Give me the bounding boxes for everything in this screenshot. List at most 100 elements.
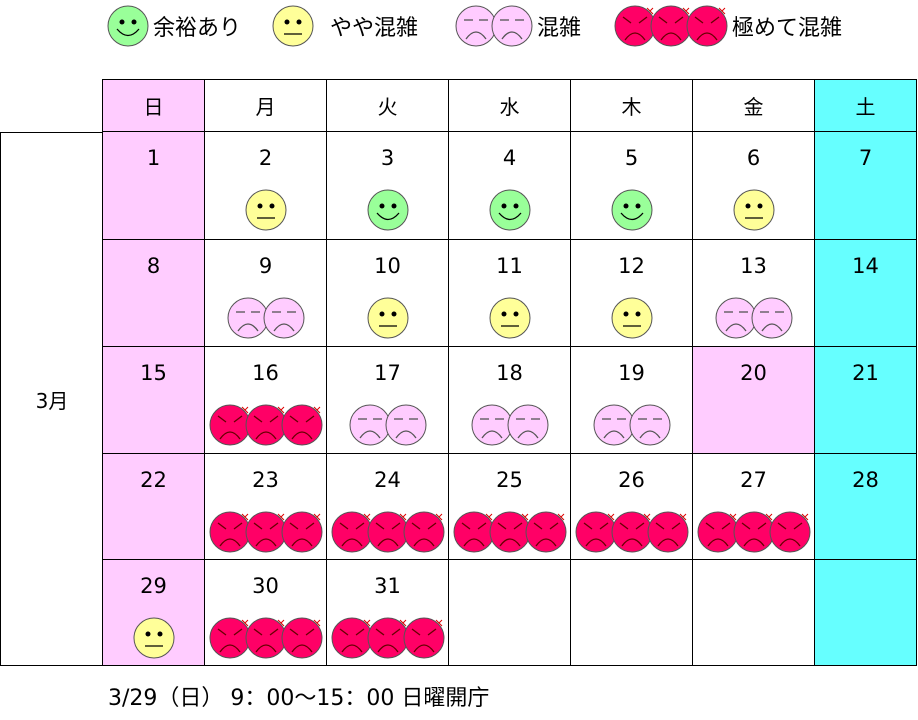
day-cell[interactable]: 20	[692, 346, 815, 454]
day-cell[interactable]: 26	[570, 453, 693, 560]
day-cell[interactable]: 30	[204, 559, 327, 666]
congestion-indicator	[571, 189, 692, 235]
day-cell[interactable]: 7	[814, 131, 917, 240]
day-cell[interactable]: 6	[692, 131, 815, 240]
day-cell[interactable]: 25	[448, 453, 571, 560]
angry-face-icon	[281, 404, 323, 450]
day-number: 18	[496, 361, 523, 385]
congestion-indicator	[327, 617, 448, 663]
day-number: 14	[852, 254, 879, 278]
congestion-indicator	[205, 297, 326, 343]
congestion-indicator	[327, 297, 448, 343]
angry-face-icon	[403, 511, 445, 557]
angry-face-icon	[281, 617, 323, 663]
day-number: 6	[746, 146, 761, 170]
day-number: 22	[140, 468, 167, 492]
smiley-face-icon	[489, 189, 531, 235]
day-number: 1	[146, 146, 161, 170]
month-label: 3月	[0, 132, 103, 666]
frown-face-icon	[751, 297, 793, 343]
day-cell[interactable]: 18	[448, 346, 571, 454]
congestion-indicator	[693, 189, 814, 235]
day-cell[interactable]: 21	[814, 346, 917, 454]
day-cell[interactable]	[692, 559, 815, 666]
day-cell[interactable]: 23	[204, 453, 327, 560]
legend-label: やや混雑	[330, 16, 419, 41]
congestion-indicator	[693, 511, 814, 557]
congestion-indicator	[327, 189, 448, 235]
day-cell[interactable]: 3	[326, 131, 449, 240]
day-number: 9	[258, 254, 273, 278]
day-number: 17	[374, 361, 401, 385]
smiley-face-icon	[611, 189, 653, 235]
angry-face-icon	[650, 5, 692, 47]
day-number: 13	[740, 254, 767, 278]
day-cell[interactable]: 31	[326, 559, 449, 666]
angry-face-icon	[367, 617, 409, 663]
congestion-indicator	[449, 404, 570, 450]
congestion-indicator	[327, 404, 448, 450]
day-cell[interactable]	[814, 559, 917, 666]
day-cell[interactable]: 8	[102, 239, 205, 347]
smiley-face-icon	[367, 189, 409, 235]
day-number: 19	[618, 361, 645, 385]
day-cell[interactable]	[570, 559, 693, 666]
weekday-header: 木	[570, 79, 693, 132]
day-cell[interactable]: 9	[204, 239, 327, 347]
day-cell[interactable]: 1	[102, 131, 205, 240]
congestion-indicator	[571, 297, 692, 343]
frown-face-icon	[629, 404, 671, 450]
day-cell[interactable]: 11	[448, 239, 571, 347]
day-cell[interactable]: 12	[570, 239, 693, 347]
frown-face-icon	[507, 404, 549, 450]
weekday-header: 土	[814, 79, 917, 132]
day-cell[interactable]: 17	[326, 346, 449, 454]
day-number: 28	[852, 468, 879, 492]
day-cell[interactable]: 15	[102, 346, 205, 454]
day-cell[interactable]: 10	[326, 239, 449, 347]
day-number: 11	[496, 254, 523, 278]
neutral-face-icon	[245, 189, 287, 235]
weekday-header: 水	[448, 79, 571, 132]
day-cell[interactable]: 14	[814, 239, 917, 347]
day-cell[interactable]: 28	[814, 453, 917, 560]
angry-face-icon	[769, 511, 811, 557]
day-number: 25	[496, 468, 523, 492]
day-cell[interactable]: 29	[102, 559, 205, 666]
day-cell[interactable]: 19	[570, 346, 693, 454]
angry-face-icon	[331, 511, 373, 557]
day-cell[interactable]: 16	[204, 346, 327, 454]
congestion-indicator	[693, 297, 814, 343]
legend-item: 極めて混雑	[614, 5, 842, 47]
day-number: 15	[140, 361, 167, 385]
angry-face-icon	[489, 511, 531, 557]
day-cell[interactable]: 24	[326, 453, 449, 560]
day-number: 4	[502, 146, 517, 170]
day-cell[interactable]: 13	[692, 239, 815, 347]
neutral-face-icon	[133, 617, 175, 663]
day-cell[interactable]: 4	[448, 131, 571, 240]
congestion-indicator	[205, 511, 326, 557]
day-number: 10	[374, 254, 401, 278]
day-cell[interactable]: 2	[204, 131, 327, 240]
day-cell[interactable]: 5	[570, 131, 693, 240]
day-cell[interactable]: 27	[692, 453, 815, 560]
neutral-face-icon	[367, 297, 409, 343]
day-cell[interactable]	[448, 559, 571, 666]
day-number: 30	[252, 574, 279, 598]
legend-item: 混雑	[455, 5, 581, 47]
day-number: 16	[252, 361, 279, 385]
congestion-indicator	[327, 511, 448, 557]
frown-face-icon	[227, 297, 269, 343]
legend-label: 余裕あり	[153, 16, 242, 41]
day-number: 12	[618, 254, 645, 278]
day-number: 21	[852, 361, 879, 385]
day-number: 23	[252, 468, 279, 492]
footer-note: 3/29（日） 9：00～15：00 日曜開庁	[108, 686, 490, 711]
day-cell[interactable]: 22	[102, 453, 205, 560]
weekday-header: 金	[692, 79, 815, 132]
frown-face-icon	[385, 404, 427, 450]
congestion-indicator	[571, 511, 692, 557]
day-number: 26	[618, 468, 645, 492]
congestion-indicator	[449, 297, 570, 343]
